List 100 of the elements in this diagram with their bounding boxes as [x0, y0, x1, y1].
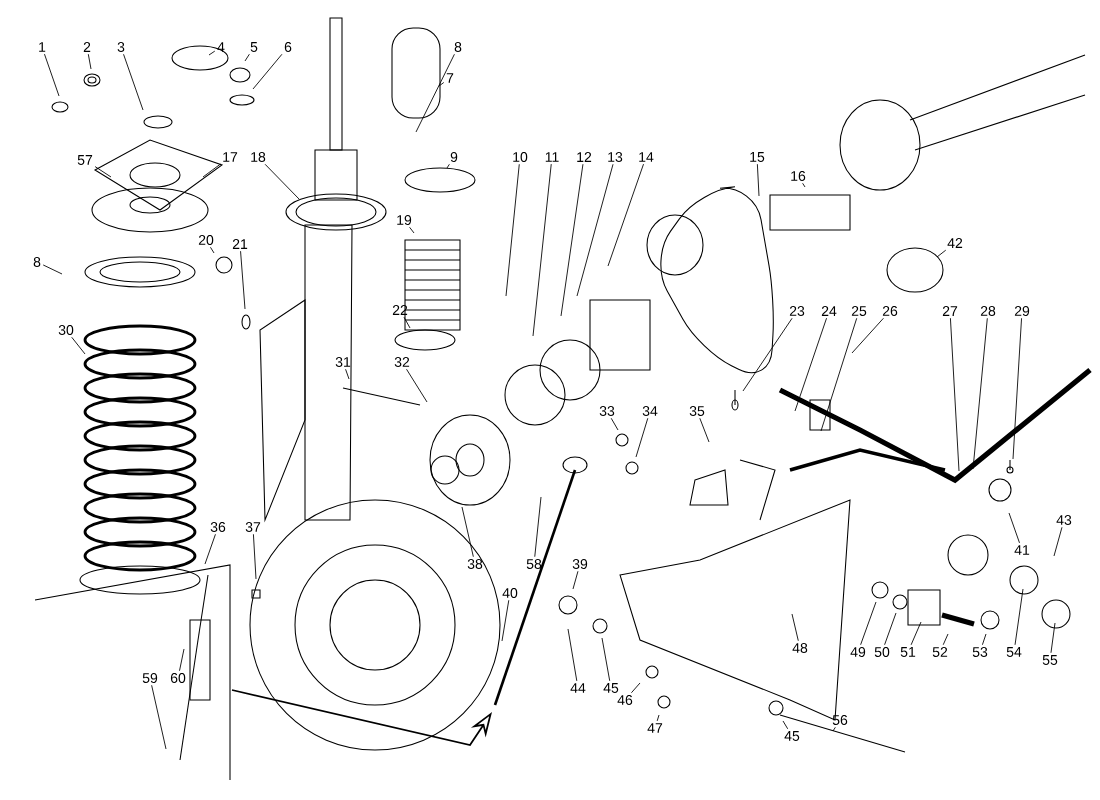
callout-number: 4 — [217, 42, 225, 52]
leader-line — [403, 316, 411, 329]
leader-line — [832, 726, 836, 732]
leader-line — [607, 163, 644, 267]
leader-line — [630, 682, 641, 694]
callout-number: 32 — [394, 357, 410, 367]
callout-number: 14 — [639, 152, 654, 162]
callout-number: 42 — [947, 238, 963, 248]
leader-line — [44, 53, 60, 97]
callout-number: 17 — [223, 152, 238, 162]
leader-line — [981, 633, 987, 646]
leader-line — [87, 53, 92, 70]
leader-line — [936, 249, 947, 258]
leader-line — [208, 50, 216, 56]
callout-number: 38 — [467, 559, 483, 569]
leader-line — [202, 163, 221, 178]
leader-line — [1053, 526, 1063, 557]
callout-number: 34 — [642, 406, 658, 416]
leader-line — [1012, 317, 1022, 460]
leader-line — [635, 417, 649, 458]
leader-line — [210, 246, 215, 254]
callout-number: 47 — [647, 723, 663, 733]
callout-number: 60 — [170, 673, 186, 683]
callout-number: 51 — [900, 647, 916, 657]
leader-line — [567, 628, 578, 682]
leader-line — [860, 601, 877, 646]
leader-line — [409, 226, 415, 234]
leader-line — [438, 82, 445, 87]
callout-number: 39 — [572, 559, 588, 569]
leader-line — [94, 166, 112, 178]
callout-number: 1 — [39, 42, 46, 52]
callout-number: 41 — [1014, 545, 1030, 555]
leader-line — [345, 368, 350, 380]
leader-line — [884, 612, 897, 646]
leader-line — [501, 599, 510, 642]
callout-number: 13 — [608, 152, 623, 162]
callout-number: 37 — [245, 522, 261, 532]
leader-line — [610, 417, 619, 431]
callout-number: 6 — [284, 42, 292, 52]
callout-number: 3 — [117, 42, 125, 52]
callout-number: 59 — [142, 673, 158, 683]
leader-line — [534, 496, 542, 558]
callout-number: 58 — [526, 559, 542, 569]
leader-line — [942, 633, 949, 646]
callout-number: 55 — [1042, 655, 1058, 665]
leader-line — [742, 317, 793, 392]
callout-number: 7 — [446, 73, 454, 83]
callout-number: 9 — [450, 152, 458, 162]
callout-number: 16 — [791, 171, 806, 181]
leader-line — [576, 163, 614, 297]
callout-number: 27 — [942, 306, 958, 316]
callout-number: 44 — [570, 683, 586, 693]
leader-line — [532, 163, 552, 337]
callout-number: 8 — [454, 42, 462, 52]
leader-line — [949, 317, 960, 472]
leader-line — [151, 684, 167, 750]
callout-number: 36 — [210, 522, 226, 532]
leader-line — [756, 163, 760, 197]
callout-number: 54 — [1006, 647, 1022, 657]
callout-number: 35 — [689, 406, 705, 416]
leader-line — [791, 613, 799, 642]
leader-line — [1008, 512, 1020, 544]
callout-number: 57 — [77, 155, 93, 165]
callout-number: 56 — [832, 715, 848, 725]
leader-line — [71, 336, 86, 355]
leader-line — [910, 621, 922, 646]
leader-line — [851, 317, 884, 354]
leader-line — [240, 250, 246, 310]
leader-line — [252, 53, 283, 90]
leader-line — [461, 506, 474, 558]
callout-number: 48 — [792, 643, 808, 653]
leader-line — [204, 533, 216, 565]
leader-line — [505, 163, 520, 297]
callout-number: 25 — [851, 306, 867, 316]
callout-number: 40 — [502, 588, 518, 598]
leader-line — [820, 317, 858, 432]
callout-number: 52 — [932, 647, 948, 657]
callout-number: 31 — [335, 357, 351, 367]
callout-number: 28 — [980, 306, 996, 316]
callout-number: 19 — [397, 215, 412, 225]
callout-number: 53 — [972, 647, 988, 657]
leader-line — [656, 714, 660, 722]
leader-line — [253, 533, 257, 580]
callout-number: 49 — [850, 647, 866, 657]
leader-line — [560, 163, 584, 317]
callout-number: 21 — [232, 239, 248, 249]
leader-line — [782, 720, 789, 730]
callout-number: 10 — [513, 152, 528, 162]
leader-line — [802, 182, 806, 188]
callout-number: 33 — [599, 406, 615, 416]
leader-line — [601, 637, 611, 682]
leader-line — [972, 317, 988, 470]
leader-line — [123, 53, 144, 111]
callout-number: 22 — [392, 305, 408, 315]
callout-number: 23 — [789, 306, 805, 316]
leader-line — [244, 53, 250, 62]
callout-number: 24 — [821, 306, 837, 316]
callout-number: 12 — [577, 152, 592, 162]
leader-line — [446, 163, 450, 169]
callout-number: 50 — [874, 647, 890, 657]
